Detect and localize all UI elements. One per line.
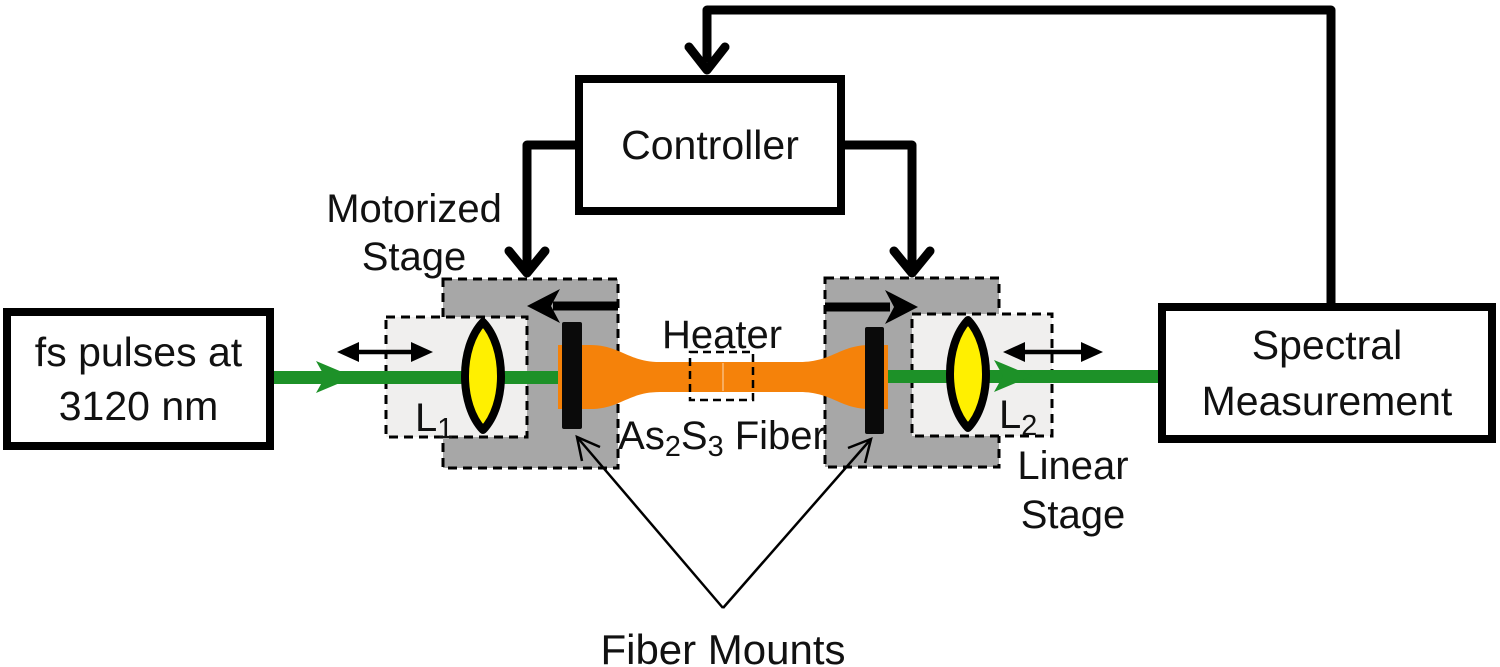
adjust-double-arrow-right-icon: [1003, 342, 1103, 362]
lens2-label: L2: [999, 391, 1038, 443]
linear-stage-label: Linear Stage: [1017, 442, 1128, 540]
motorized-stage-line2: Stage: [361, 235, 467, 279]
fiber-label-s: S: [680, 414, 708, 458]
motorized-stage-line1: Motorized: [326, 187, 502, 231]
adjust-double-arrow-left-icon: [337, 342, 433, 362]
fiber-mount-right: [865, 327, 884, 434]
fiber-label-as: As: [618, 414, 665, 458]
lens1-label: L1: [415, 394, 454, 446]
controller-to-linear-stage-arrow: [840, 140, 935, 278]
spectral-line2: Measurement: [1201, 378, 1453, 424]
pulse-source-line1: fs pulses at: [34, 329, 243, 375]
pulse-source-box: [3, 308, 274, 450]
spectral-measurement-label: Spectral Measurement: [1162, 307, 1492, 439]
lens2-shape: [946, 316, 990, 432]
controller-label: Controller: [579, 79, 841, 211]
lens1-shape: [461, 318, 505, 434]
lens2-subscript: 2: [1021, 410, 1038, 443]
fiber-mounts-label: Fiber Mounts: [600, 626, 846, 667]
stage-motion-left-arrow-icon: [527, 289, 618, 323]
feedback-loop-arrow: [684, 5, 1336, 308]
controller-box: [575, 75, 845, 215]
lens2-letter: L: [999, 393, 1022, 437]
fiber-label-sub3: 3: [707, 431, 724, 464]
controller-to-motorized-stage-arrow: [504, 140, 580, 278]
beam-left-segment: [270, 371, 566, 384]
heater-zone-rect: [688, 350, 755, 402]
fiber-material-label: As2S3 Fiber: [618, 412, 826, 464]
beam-right-arrowhead-icon: [994, 360, 1032, 392]
fiber-label-sub2: 2: [664, 431, 681, 464]
controller-text: Controller: [621, 122, 799, 168]
fiber-label-fiber: Fiber: [723, 414, 826, 458]
lens1-subscript: 1: [437, 413, 454, 446]
fiber-mounts-pointer-arrows: [575, 434, 873, 609]
stage-motion-right-arrow-icon: [825, 290, 918, 324]
linear-stage-line2: Stage: [1020, 493, 1126, 537]
pulse-source-label: fs pulses at 3120 nm: [7, 312, 270, 446]
linear-stage-line1: Linear: [1017, 444, 1129, 488]
lens1-letter: L: [415, 396, 438, 440]
heater-label: Heater: [661, 313, 783, 357]
spectral-measurement-box: [1158, 303, 1496, 443]
beam-left-arrowhead-icon: [316, 361, 354, 393]
fiber-mount-left: [562, 322, 582, 429]
motorized-stage-label: Motorized Stage: [326, 185, 502, 281]
tapered-fiber: [558, 345, 888, 409]
pulse-source-line2: 3120 nm: [58, 383, 219, 429]
spectral-line1: Spectral: [1251, 322, 1403, 368]
